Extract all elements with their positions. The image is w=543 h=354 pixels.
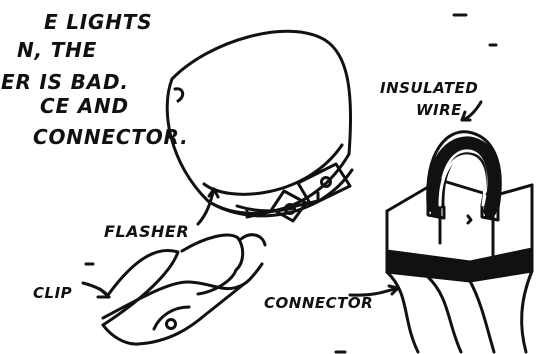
- flasher-label: FLASHER: [104, 222, 190, 241]
- connector-label: CONNECTOR: [264, 294, 374, 312]
- wire-end-right: [485, 208, 493, 218]
- insulated-label-line-2: WIRE: [416, 101, 462, 119]
- note-line-1: E LIGHTS: [44, 10, 153, 34]
- insulated-wire-highlight: [438, 154, 487, 207]
- note-line-5: CONNECTOR.: [33, 125, 189, 149]
- note-line-2: N, THE: [17, 38, 98, 62]
- clip-drawing: [101, 233, 267, 346]
- note-line-3: ER IS BAD.: [1, 70, 129, 94]
- insulated-label-line-1: INSULATED: [380, 79, 479, 97]
- clip-label: CLIP: [33, 284, 73, 302]
- connector-drawing: [385, 130, 534, 354]
- wire-end-left: [431, 206, 439, 216]
- note-line-4: CE AND: [40, 94, 129, 118]
- insulated-wire-loop: [426, 136, 501, 218]
- pointer-arrows: [81, 100, 483, 299]
- flasher-body-drawing: [165, 29, 354, 223]
- sketch-marks: [84, 13, 498, 354]
- connector-base-band: [386, 247, 533, 282]
